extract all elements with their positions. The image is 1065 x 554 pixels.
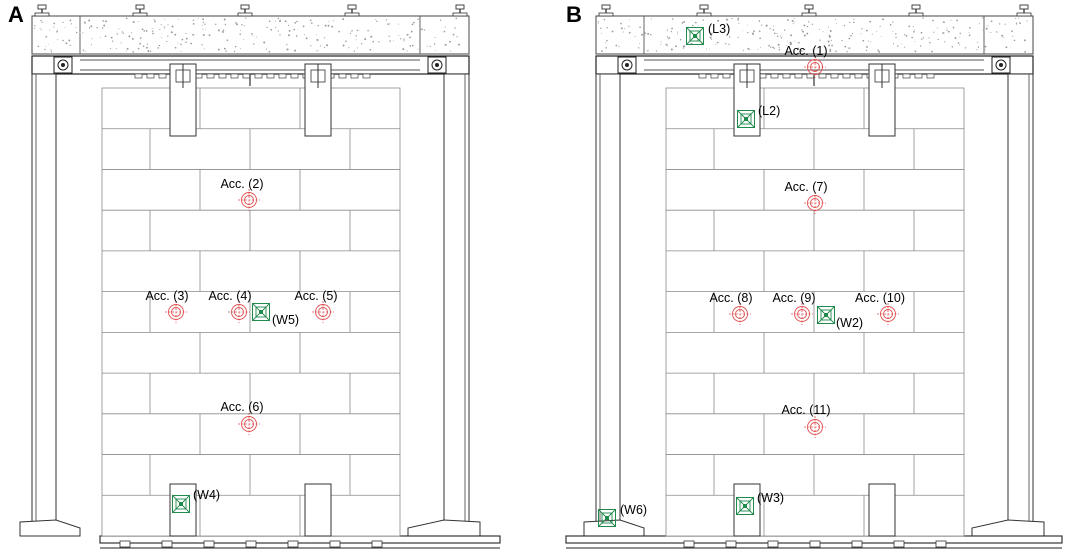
accelerometer-icon: [238, 413, 260, 435]
accelerometer-label: Acc. (3): [145, 289, 188, 303]
accelerometer-label: Acc. (8): [709, 291, 752, 305]
masonry-wall: [101, 87, 401, 537]
steel-loading-beam: [31, 55, 470, 75]
accelerometer-icon: [729, 303, 751, 325]
displacement-sensor-label: (L2): [758, 104, 780, 118]
accelerometer-label: Acc. (7): [784, 180, 827, 194]
panel-b-letter: B: [566, 2, 582, 27]
panel-b: B Acc. (1) Acc. (7) Acc. (8) Acc. (9) Acc. (1…: [565, 2, 1063, 549]
displacement-sensor-icon: [817, 306, 835, 324]
displacement-sensor-icon: [686, 27, 704, 45]
accelerometer-label: Acc. (6): [220, 400, 263, 414]
displacement-sensor-icon: [252, 303, 270, 321]
base-plate: [99, 535, 501, 544]
displacement-sensor-label: (W3): [757, 491, 784, 505]
accelerometer-label: Acc. (2): [220, 177, 263, 191]
concrete-top-beam: [31, 15, 470, 55]
accelerometer-label: Acc. (5): [294, 289, 337, 303]
masonry-wall: [665, 87, 965, 537]
accelerometer-label: Acc. (1): [784, 44, 827, 58]
panel-a: A Acc. (2) Acc. (3) Acc. (4) Acc. (5) Acc. (6…: [8, 2, 501, 549]
displacement-sensor-icon: [737, 110, 755, 128]
accelerometer-icon: [165, 301, 187, 323]
displacement-sensor-icon: [736, 497, 754, 515]
displacement-sensor-label: (W2): [836, 316, 863, 330]
accelerometer-icon: [804, 56, 826, 78]
accelerometer-label: Acc. (11): [781, 403, 830, 417]
accelerometer-icon: [312, 301, 334, 323]
displacement-sensor-label: (W4): [193, 488, 220, 502]
displacement-sensor-label: (L3): [708, 22, 730, 36]
concrete-top-beam: [595, 15, 1034, 55]
accelerometer-label: Acc. (10): [855, 291, 905, 305]
displacement-sensor-label: (W6): [620, 503, 647, 517]
accelerometer-label: Acc. (9): [772, 291, 815, 305]
displacement-sensor-icon: [598, 509, 616, 527]
accelerometer-icon: [804, 416, 826, 438]
accelerometer-label: Acc. (4): [208, 289, 251, 303]
accelerometer-icon: [877, 303, 899, 325]
panel-a-letter: A: [8, 2, 24, 27]
displacement-sensor-icon: [172, 495, 190, 513]
accelerometer-icon: [791, 303, 813, 325]
accelerometer-icon: [804, 192, 826, 214]
displacement-sensor-label: (W5): [272, 313, 299, 327]
accelerometer-icon: [238, 189, 260, 211]
accelerometer-icon: [228, 301, 250, 323]
